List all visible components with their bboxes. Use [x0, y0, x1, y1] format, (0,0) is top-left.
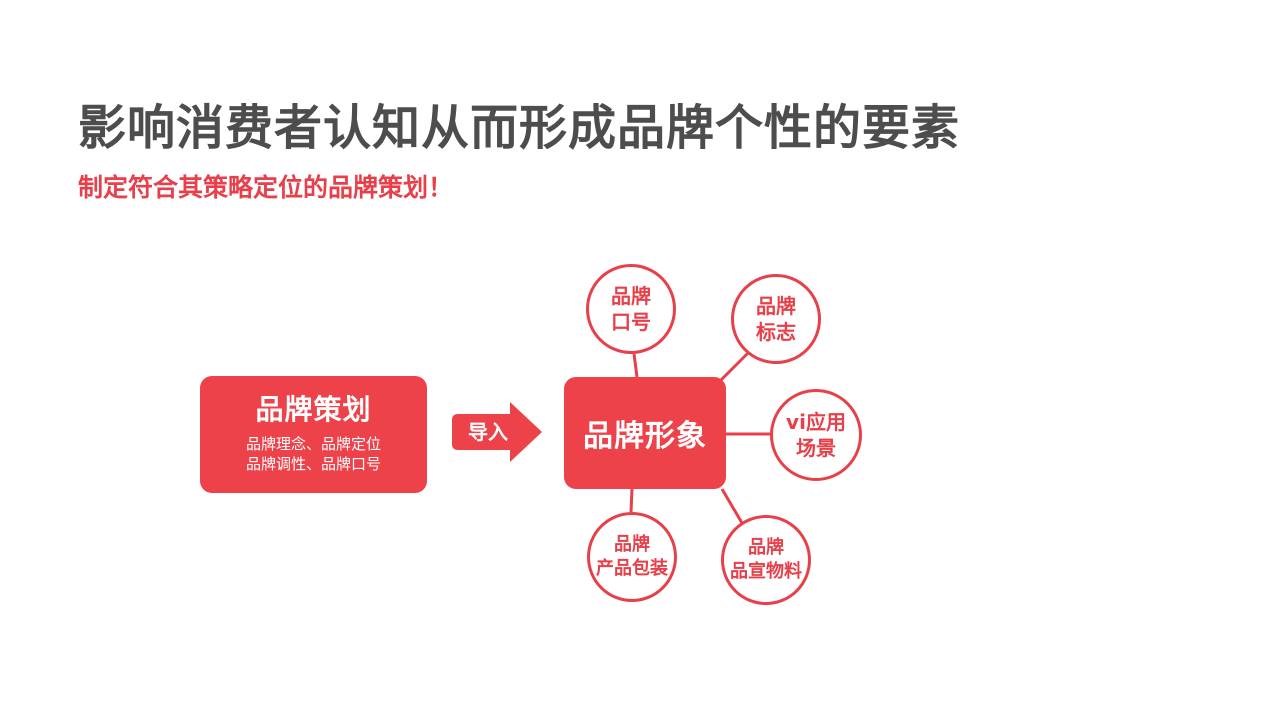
node-label: 品宣物料 — [730, 561, 802, 582]
brand-planning-line-2: 品牌调性、品牌口号 — [245, 455, 381, 473]
brand-planning-line-1: 品牌理念、品牌定位 — [245, 435, 381, 453]
node-label: 口号 — [611, 310, 651, 334]
node-label: 产品包装 — [596, 558, 668, 579]
node-brand-logo: 品牌 标志 — [731, 274, 821, 364]
node-label: 场景 — [796, 436, 836, 460]
connector-logo — [718, 351, 750, 383]
node-vi-scenes: vi应用 场景 — [770, 389, 862, 481]
node-label: 品牌 — [756, 294, 796, 318]
arrow-right-icon — [452, 402, 542, 462]
connector-promo — [720, 488, 744, 524]
page-title: 影响消费者认知从而形成品牌个性的要素 — [78, 100, 961, 156]
node-label: 品牌 — [614, 534, 650, 555]
node-product-packaging: 品牌 产品包装 — [587, 512, 677, 602]
page-subtitle: 制定符合其策略定位的品牌策划！ — [78, 173, 454, 202]
brand-planning-title: 品牌策划 — [255, 393, 372, 426]
brand-planning-box: 品牌策划 品牌理念、品牌定位 品牌调性、品牌口号 — [200, 376, 427, 493]
import-arrow-label: 导入 — [468, 420, 508, 444]
node-label: vi应用 — [786, 410, 846, 434]
connector-packaging — [629, 488, 634, 513]
node-label: 品牌 — [748, 537, 784, 558]
brand-image-title: 品牌形象 — [583, 419, 707, 454]
connector-slogan — [632, 353, 639, 378]
node-label: 品牌 — [611, 284, 651, 308]
node-promo-materials: 品牌 品宣物料 — [721, 515, 811, 605]
import-arrow: 导入 — [448, 400, 544, 464]
brand-image-box: 品牌形象 — [564, 377, 726, 489]
node-label: 标志 — [756, 320, 796, 344]
node-brand-slogan: 品牌 口号 — [586, 264, 676, 354]
